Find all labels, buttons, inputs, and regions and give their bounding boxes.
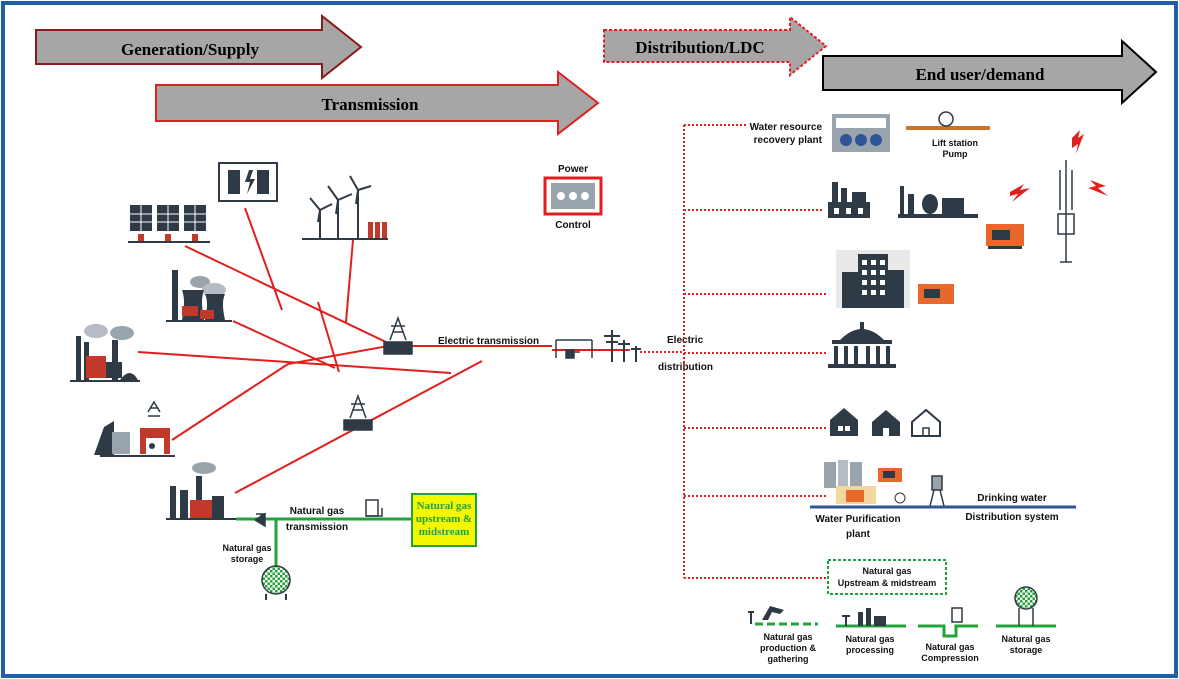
gas-compression-icon bbox=[918, 607, 978, 638]
end-user-label: End user/demand bbox=[916, 65, 1045, 84]
power-control-panel: Power Control bbox=[543, 164, 603, 231]
electric-transmission-label: Electric transmission bbox=[438, 336, 539, 347]
lift-station-label-1: Lift station bbox=[932, 138, 978, 148]
gas-storage-sphere-icon bbox=[261, 565, 291, 600]
commercial-generator-icon bbox=[918, 284, 954, 304]
signal-bolts-icon bbox=[1010, 130, 1108, 202]
ng-storage-label-2: storage bbox=[231, 554, 264, 564]
transmission-arrow: Transmission bbox=[155, 69, 600, 137]
government-building-icon bbox=[828, 322, 896, 368]
gas-production-icon bbox=[748, 606, 818, 626]
hydro-dam-icon bbox=[94, 400, 175, 457]
lift-station-label-2: Pump bbox=[942, 149, 968, 159]
power-label: Power bbox=[558, 164, 588, 175]
control-label: Control bbox=[555, 220, 591, 231]
refinery-icon bbox=[898, 186, 978, 218]
gas-power-plant-icon bbox=[166, 462, 236, 520]
ng-production-label-2: production & bbox=[760, 643, 816, 653]
natural-gas-transmission-line bbox=[236, 499, 412, 566]
gas-storage-bottom-icon bbox=[996, 586, 1056, 628]
ng-compression-label-1: Natural gas bbox=[925, 642, 974, 652]
transmission-label: Transmission bbox=[322, 95, 420, 114]
ng-transmission-label-1: Natural gas bbox=[290, 506, 345, 517]
generation-label: Generation/Supply bbox=[121, 40, 259, 59]
ng-transmission-label-2: transmission bbox=[286, 522, 348, 533]
distribution-ldc-arrow: Distribution/LDC bbox=[603, 14, 828, 78]
water-purification-label-2: plant bbox=[846, 529, 871, 540]
transmission-substation-2-icon bbox=[343, 393, 373, 431]
water-recovery-plant-icon bbox=[832, 114, 890, 152]
ng-processing-label-1: Natural gas bbox=[845, 634, 894, 644]
ng-storage-label-1: Natural gas bbox=[222, 543, 271, 553]
drinking-water-label-2: Distribution system bbox=[965, 512, 1058, 523]
wind-farm-substation-icon bbox=[368, 222, 387, 238]
solar-panel-icon bbox=[128, 205, 210, 243]
drinking-water-label-1: Drinking water bbox=[977, 493, 1047, 504]
ng-upstream-label-2: Upstream & midstream bbox=[838, 578, 937, 588]
water-resource-label-1: Water resource bbox=[750, 122, 823, 133]
ng-upstream-midstream-box: Natural gas upstream & midstream bbox=[411, 493, 477, 547]
commercial-building-icon bbox=[836, 250, 910, 308]
water-purification-label-1: Water Purification bbox=[815, 514, 900, 525]
ng-upstream-label-1: Natural gas bbox=[862, 566, 911, 576]
distribution-network-lines bbox=[683, 124, 826, 579]
ng-box-line-1: Natural gas bbox=[417, 500, 472, 512]
generation-supply-arrow: Generation/Supply bbox=[35, 13, 363, 81]
ng-production-label-3: gathering bbox=[767, 654, 808, 664]
battery-storage-icon bbox=[218, 162, 278, 202]
industrial-facility-icon bbox=[828, 182, 870, 218]
end-user-demand-arrow: End user/demand bbox=[822, 38, 1158, 106]
nuclear-plant-icon bbox=[166, 270, 232, 322]
ng-box-line-3: midstream bbox=[419, 526, 470, 538]
utility-poles-icon bbox=[604, 330, 641, 362]
ng-storage-bottom-label-1: Natural gas bbox=[1001, 634, 1050, 644]
water-resource-label-2: recovery plant bbox=[754, 135, 823, 146]
water-purification-plant-icon bbox=[824, 460, 906, 504]
ng-box-line-2: upstream & bbox=[416, 513, 472, 525]
cell-tower-icon bbox=[1057, 160, 1075, 263]
transmission-substation-icon bbox=[383, 315, 413, 355]
distribution-text-label: distribution bbox=[658, 362, 713, 373]
wind-farm-icon bbox=[302, 175, 388, 240]
generation-network-lines bbox=[137, 207, 630, 494]
ng-upstream-dotted-box: Natural gas Upstream & midstream bbox=[827, 559, 947, 595]
ng-compression-label-2: Compression bbox=[921, 653, 979, 663]
distribution-label: Distribution/LDC bbox=[635, 38, 764, 57]
coal-plant-icon bbox=[70, 324, 140, 382]
ng-production-label-1: Natural gas bbox=[763, 632, 812, 642]
ng-processing-label-2: processing bbox=[846, 645, 894, 655]
residential-houses-icon bbox=[830, 408, 941, 437]
electric-label: Electric bbox=[667, 335, 704, 346]
lift-station-pump-icon bbox=[906, 111, 990, 130]
distribution-substation-icon bbox=[555, 339, 593, 359]
gas-processing-icon bbox=[836, 608, 906, 628]
water-tower-icon bbox=[929, 475, 945, 507]
ng-storage-bottom-label-2: storage bbox=[1010, 645, 1043, 655]
backup-generator-icon bbox=[986, 224, 1024, 249]
